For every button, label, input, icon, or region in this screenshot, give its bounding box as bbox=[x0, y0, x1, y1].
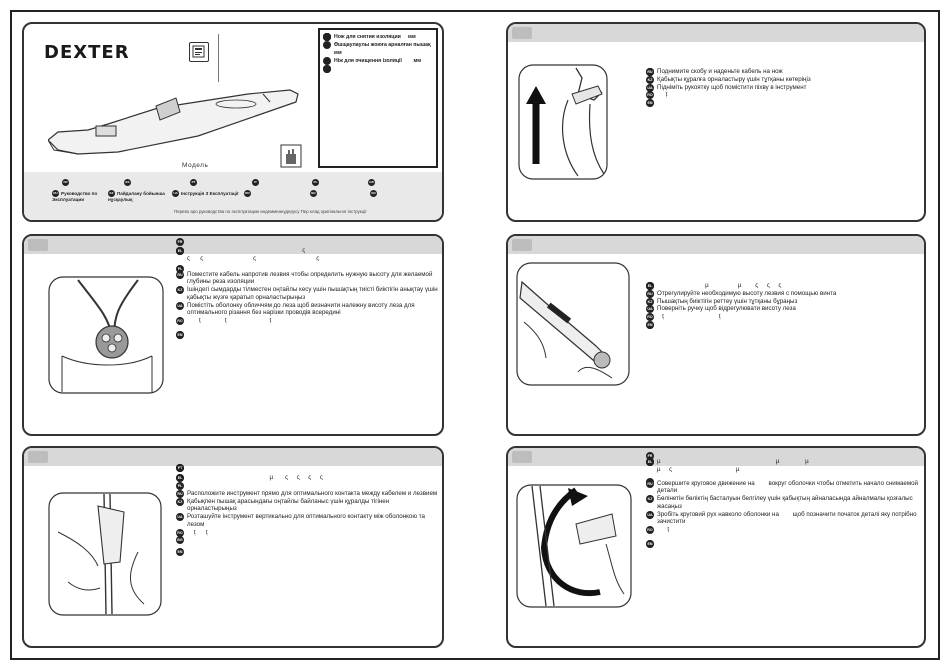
step-header-bar bbox=[508, 236, 924, 254]
manual-lang-gr: GR bbox=[368, 179, 375, 186]
step-4-instructions: FR ES PT IT EL µ ς ς ς ς PL RUРасположит… bbox=[176, 464, 438, 557]
step-number-box bbox=[512, 239, 532, 251]
step-header-bar bbox=[508, 24, 924, 42]
product-name-row: Нож для снятия изоляции мм bbox=[323, 33, 435, 41]
manual-lang-es: ES bbox=[124, 179, 131, 186]
page-frame bbox=[10, 10, 940, 660]
model-label: Модель bbox=[182, 162, 209, 169]
translation-note: Перево аро руководства по эксплуатации ө… bbox=[174, 209, 367, 214]
instruction-line: RO ț ț bbox=[646, 313, 721, 321]
manual-lang-bg: BG bbox=[310, 190, 317, 197]
step-number-box bbox=[28, 239, 48, 251]
instruction-line: RO ț bbox=[646, 91, 668, 100]
product-name-box: Нож для снятия изоляции мм Өшщаулаулы жо… bbox=[318, 28, 438, 168]
step-3-instructions: FR ES PT IT EL µ µ ς ς ς PL RUОтрегулиру… bbox=[646, 282, 916, 329]
divider bbox=[218, 34, 219, 82]
manual-lang-pt: PT bbox=[190, 179, 197, 186]
manual-lang-fr: FR bbox=[62, 179, 69, 186]
step-2-illustration bbox=[48, 276, 164, 394]
instruction-line: EL ς ς ς ς ς bbox=[176, 247, 320, 262]
instruction-line: RO ț bbox=[646, 526, 670, 534]
lang-dot-icon bbox=[323, 33, 331, 41]
step-1-illustration bbox=[518, 64, 608, 180]
step-number-box bbox=[512, 27, 532, 39]
step-header-bar bbox=[24, 448, 442, 466]
step-2-instructions: FR ES PT IT EL ς ς ς ς ς PL RUПоместите … bbox=[176, 238, 438, 339]
step-number-box bbox=[512, 451, 532, 463]
glove-warning-icon bbox=[280, 144, 302, 168]
step-5-panel bbox=[506, 446, 926, 648]
manual-lang-pl: PL bbox=[312, 179, 319, 186]
manual-lang-en: EN bbox=[370, 190, 377, 197]
instruction-line: RO ț ț bbox=[176, 528, 208, 537]
manual-book-icon bbox=[189, 42, 209, 62]
step-5-instructions: FR ES PT IT ELµ µ µ µ ς µ PL RUСовершите… bbox=[646, 452, 919, 548]
manual-lang-it: IT bbox=[252, 179, 261, 186]
instruction-line: EL µ ς ς ς ς bbox=[176, 474, 323, 482]
product-name-list: Нож для снятия изоляции мм Өшщаулаулы жо… bbox=[323, 33, 435, 74]
cable-stripper-product-image bbox=[48, 89, 299, 155]
brand-logo: DEXTER bbox=[44, 42, 130, 63]
step-3-illustration bbox=[516, 262, 630, 386]
step-header-bar bbox=[24, 236, 442, 254]
product-name-row: Өшщаулаулы жоюға арналған пышақ мм bbox=[323, 41, 435, 57]
lang-dot-icon bbox=[323, 57, 331, 66]
instruction-line: RO ț ț ț bbox=[176, 317, 272, 325]
step-header-bar bbox=[508, 448, 924, 466]
instruction-line: EL µ µ ς ς ς bbox=[646, 282, 782, 290]
step-5-illustration bbox=[516, 484, 632, 608]
lang-dot-icon bbox=[323, 65, 331, 74]
step-number-box bbox=[28, 451, 48, 463]
step-4-illustration bbox=[48, 492, 162, 616]
product-name-row: Ніж для очищення ізоляції мм bbox=[323, 57, 435, 66]
manual-lang-ro: RO bbox=[244, 190, 251, 197]
lang-dot-icon bbox=[323, 41, 331, 50]
